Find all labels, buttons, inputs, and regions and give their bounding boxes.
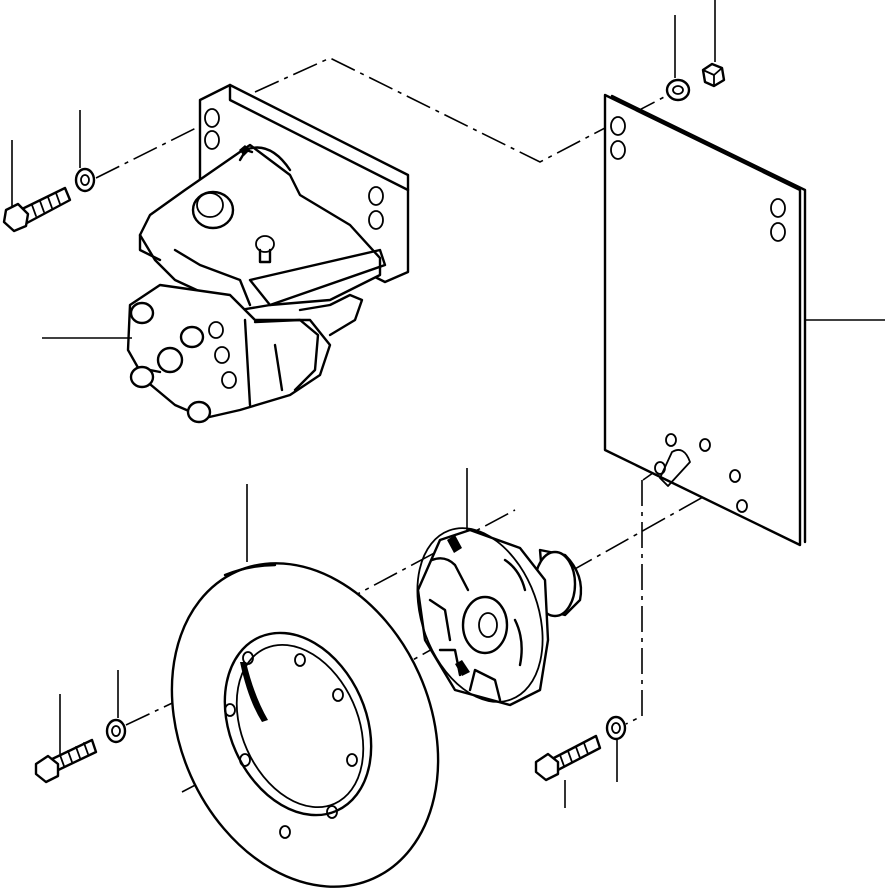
bolt-icon (534, 734, 602, 782)
disc-icon (170, 562, 440, 888)
bolt-icon (34, 738, 98, 784)
washer-icon (105, 718, 127, 744)
mounting-bracket (603, 93, 807, 547)
callout-leaders (11, 0, 885, 808)
hub-icon (416, 527, 583, 707)
bolt-icon (2, 186, 72, 233)
washer-icon (605, 715, 627, 741)
washer-icon (665, 78, 691, 102)
brake-caliper-icon (126, 83, 410, 424)
washer-icon (74, 167, 96, 193)
nut-icon (701, 62, 726, 88)
